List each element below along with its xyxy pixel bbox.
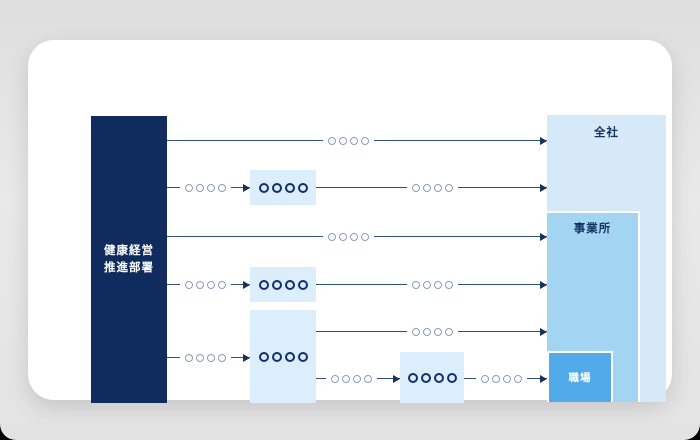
placeholder-circles-icon [258, 182, 308, 193]
placeholder-circles-icon [407, 372, 457, 383]
placeholder-circles-icon [323, 231, 374, 242]
placeholder-circles-icon [258, 351, 308, 362]
placeholder-circles-icon [326, 373, 377, 384]
arrowhead-icon [243, 183, 250, 192]
arrowhead-icon [243, 280, 250, 289]
placeholder-circles-icon [476, 373, 527, 384]
connector-dept-to-process1 [167, 182, 250, 193]
connector-process4-to-workplace [464, 373, 547, 384]
process-box-3 [250, 310, 316, 403]
health-management-dept-box: 健康経営 推進部署 [91, 116, 167, 403]
connector-dept-to-process2 [167, 279, 250, 290]
arrowhead-icon [540, 327, 547, 336]
placeholder-circles-icon [407, 326, 458, 337]
placeholder-circles-icon [180, 182, 231, 193]
connector-process3-to-office [316, 326, 547, 337]
workplace-box: 職場 [547, 351, 613, 402]
arrowhead-icon [243, 353, 250, 362]
workplace-label: 職場 [568, 372, 592, 384]
arrowhead-icon [540, 374, 547, 383]
connector-dept-to-company [167, 135, 547, 146]
connector-process3-to-process4 [316, 373, 400, 384]
connector-dept-to-process3 [167, 352, 250, 363]
placeholder-circles-icon [258, 279, 308, 290]
office-label: 事業所 [573, 223, 612, 235]
connector-dept-to-office [167, 231, 547, 242]
arrowhead-icon [540, 280, 547, 289]
process-box-1 [250, 170, 316, 205]
dept-label-line1: 健康経営 [104, 245, 154, 257]
placeholder-circles-icon [323, 135, 374, 146]
process-box-2 [250, 267, 316, 302]
placeholder-circles-icon [407, 279, 458, 290]
dept-label-line2: 推進部署 [104, 261, 154, 274]
placeholder-circles-icon [407, 182, 458, 193]
arrowhead-icon [540, 232, 547, 241]
arrowhead-icon [393, 374, 400, 383]
diagram-card: 健康経営 推進部署 全社 事業所 職場 [28, 40, 672, 403]
arrowhead-icon [540, 183, 547, 192]
process-box-4 [400, 352, 464, 403]
connector-process2-to-office [316, 279, 547, 290]
company-label: 全社 [594, 127, 619, 139]
connector-process1-to-company [316, 182, 547, 193]
arrowhead-icon [540, 136, 547, 145]
placeholder-circles-icon [180, 279, 231, 290]
placeholder-circles-icon [180, 352, 231, 363]
